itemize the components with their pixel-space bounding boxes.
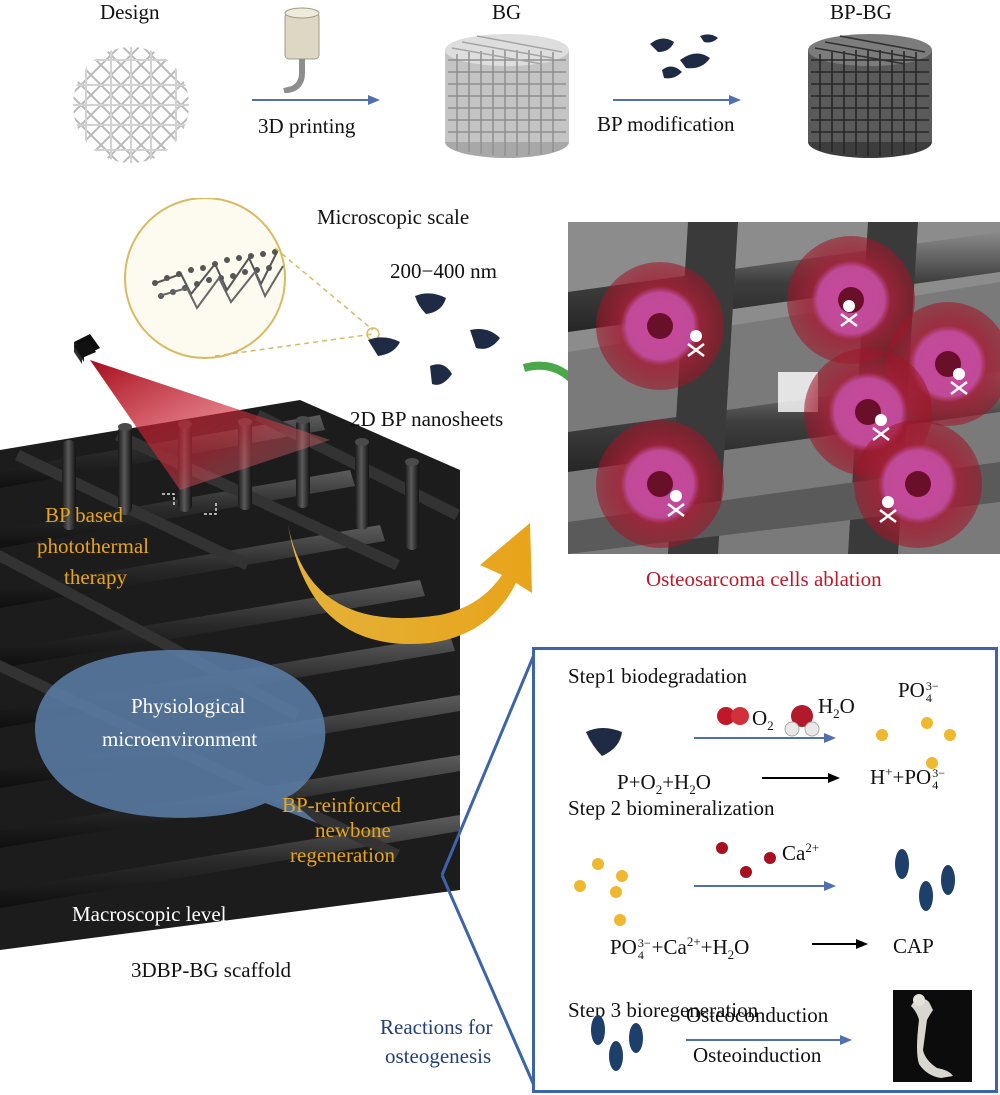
bp-nanosheets-image bbox=[368, 293, 500, 385]
step2-title: Step 2 biomineralization bbox=[568, 796, 775, 820]
phosphate-dots bbox=[876, 717, 956, 769]
yellow-curved-arrow bbox=[288, 523, 532, 645]
newbone-label-line2: newbone bbox=[315, 818, 391, 842]
step3-arrow bbox=[686, 1035, 852, 1045]
laser-source-icon bbox=[74, 340, 96, 364]
calcium-dots bbox=[716, 842, 776, 878]
step1-arrow bbox=[694, 733, 836, 743]
reactions-caption-line2: osteogenesis bbox=[385, 1044, 492, 1068]
bp-flakes-icon bbox=[650, 34, 718, 79]
physiological-bubble bbox=[35, 650, 326, 823]
bpbg-scaffold-image bbox=[808, 34, 932, 158]
reactions-caption-line1: Reactions for bbox=[380, 1015, 493, 1039]
design-lattice-image bbox=[73, 47, 189, 163]
physio-label-line1: Physiological bbox=[131, 694, 246, 718]
photothermal-label-line1: BP based bbox=[45, 503, 123, 527]
bpbg-label: BP-BG bbox=[830, 0, 892, 24]
step1-title: Step1 biodegradation bbox=[568, 664, 748, 688]
newbone-label-line3: regeneration bbox=[290, 843, 395, 867]
printing-arrow bbox=[252, 95, 380, 105]
bp-sheet-icon bbox=[586, 728, 622, 756]
nanosheets-label: 2D BP nanosheets bbox=[350, 407, 504, 431]
scaffold-caption: 3DBP-BG scaffold bbox=[131, 958, 292, 982]
calcium-label: Ca2+ bbox=[782, 840, 820, 865]
cap-crystals-icon bbox=[895, 849, 955, 911]
panel-connector-lines bbox=[440, 649, 538, 1091]
h2o-label: H2O bbox=[818, 694, 855, 722]
bg-label: BG bbox=[492, 0, 522, 24]
cancer-cells-image bbox=[596, 236, 1000, 548]
step2-phosphate-dots bbox=[574, 858, 628, 926]
step1-equation-left: P+O2+H2O bbox=[617, 770, 711, 798]
highlight-markers bbox=[162, 493, 217, 515]
photothermal-label-line3: therapy bbox=[64, 565, 127, 589]
bg-scaffold-image bbox=[445, 34, 569, 158]
oxygen-molecule-icon bbox=[717, 707, 749, 725]
photothermal-label-line2: photothermal bbox=[37, 534, 149, 558]
microscopic-zoom-inset bbox=[124, 198, 380, 359]
printer-nozzle-icon bbox=[283, 7, 320, 93]
newbone-label-line1: BP-reinforced bbox=[282, 793, 401, 817]
femur-bone-image bbox=[893, 990, 972, 1082]
cap-label: CAP bbox=[893, 934, 934, 958]
ablation-label: Osteosarcoma cells ablation bbox=[646, 567, 882, 591]
modification-step-label: BP modification bbox=[597, 112, 735, 136]
step2-arrow bbox=[694, 881, 836, 891]
design-label: Design bbox=[100, 0, 160, 24]
osteoconduction-label: Osteoconduction bbox=[686, 1003, 829, 1027]
physio-label-line2: microenvironment bbox=[102, 727, 258, 751]
water-molecule-icon bbox=[784, 705, 820, 737]
modification-arrow bbox=[613, 95, 741, 105]
macroscopic-label: Macroscopic level bbox=[72, 902, 227, 926]
microscopic-scale-label: Microscopic scale bbox=[317, 205, 470, 229]
osteoinduction-label: Osteoinduction bbox=[693, 1043, 822, 1067]
step1-reaction-arrow bbox=[762, 773, 840, 783]
printing-step-label: 3D printing bbox=[258, 114, 356, 138]
o2-label: O2 bbox=[752, 706, 774, 734]
size-range-label: 200−400 nm bbox=[390, 259, 497, 283]
step2-reaction-arrow bbox=[812, 939, 868, 949]
step3-crystals-icon bbox=[591, 1015, 643, 1071]
